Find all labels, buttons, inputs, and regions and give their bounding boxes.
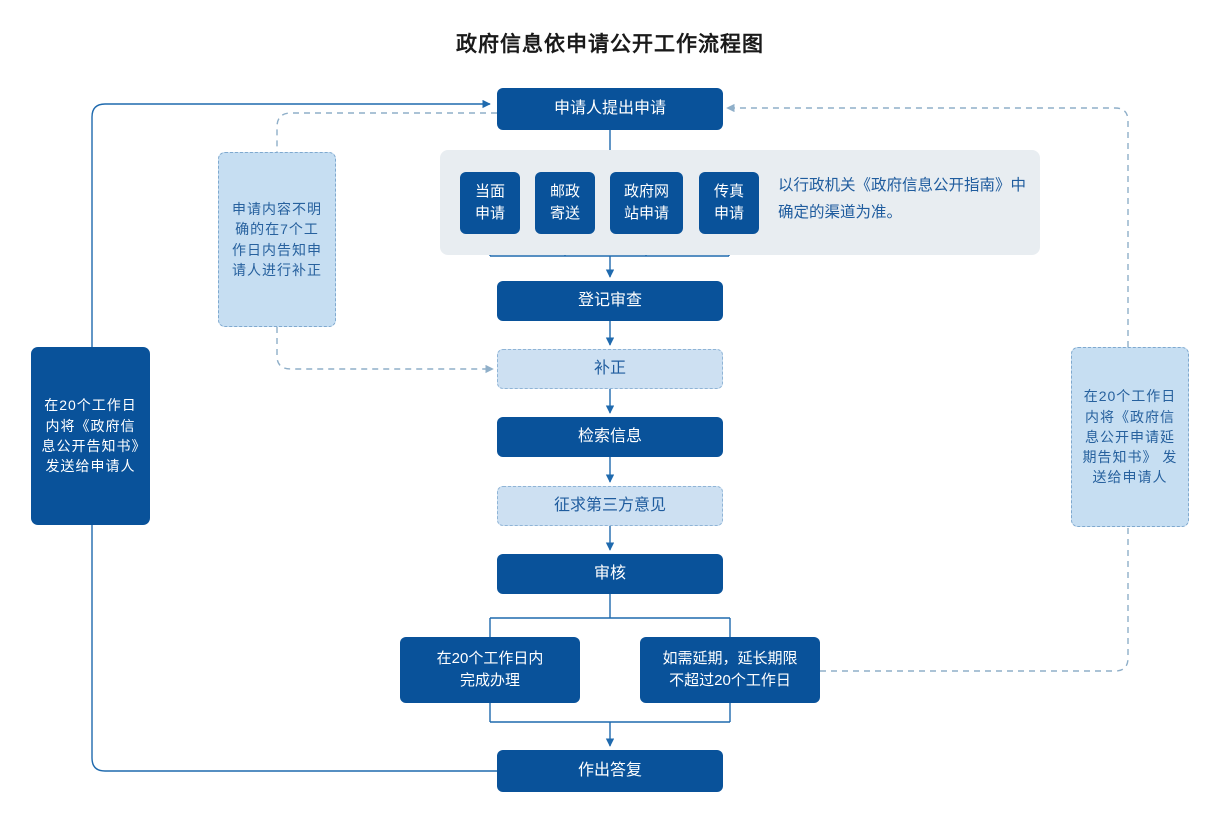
node-reply[interactable]: 作出答复 [497,750,723,792]
node-channel-fax[interactable]: 传真 申请 [699,172,759,234]
node-channel-postal[interactable]: 邮政 寄送 [535,172,595,234]
note-left-dark[interactable]: 在20个工作日内将《政府信息公开告知书》发送给申请人 [31,347,150,525]
edge-start-to-left-annotation [276,112,497,152]
node-audit[interactable]: 审核 [497,554,723,594]
note-left-annotation[interactable]: 申请内容不明确的在7个工作日内告知申请人进行补正 [218,152,336,327]
node-complete-in-20-days[interactable]: 在20个工作日内 完成办理 [400,637,580,703]
node-retrieve-info[interactable]: 检索信息 [497,417,723,457]
note-right-annotation[interactable]: 在20个工作日内将《政府信息公开申请延期告知书》 发送给申请人 [1071,347,1189,527]
node-register-review[interactable]: 登记审查 [497,281,723,321]
page-title: 政府信息依申请公开工作流程图 [456,33,764,56]
node-third-party-opinion[interactable]: 征求第三方意见 [497,486,723,526]
node-supplement[interactable]: 补正 [497,349,723,389]
edge-left-annotation-to-supplement [276,327,494,374]
channel-panel-note: 以行政机关《政府信息公开指南》中确定的渠道为准。 [778,177,1027,222]
node-start[interactable]: 申请人提出申请 [497,88,723,130]
node-channel-in-person[interactable]: 当面 申请 [460,172,520,234]
node-extension[interactable]: 如需延期，延长期限 不超过20个工作日 [640,637,820,703]
edge-extension-to-right-annotation [820,527,1129,672]
node-channel-gov-website[interactable]: 政府网 站申请 [610,172,683,234]
